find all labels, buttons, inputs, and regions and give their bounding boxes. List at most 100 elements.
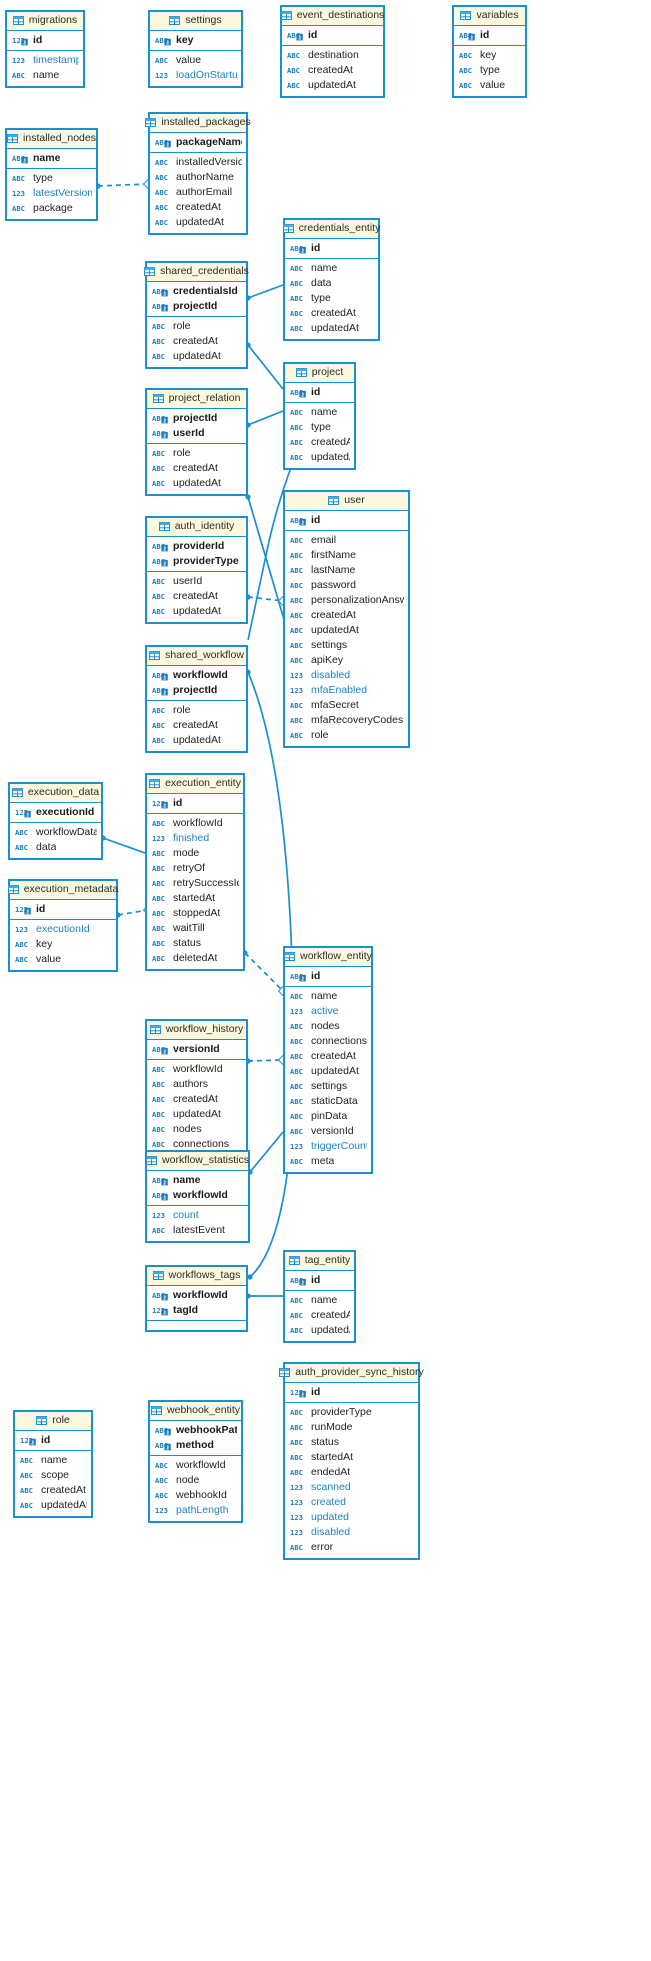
svg-text:123: 123 [290,1513,303,1522]
text-type-icon: ABC [287,65,304,76]
text-type-icon: ABC [155,55,172,66]
svg-text:123: 123 [155,71,168,80]
svg-text:ABC: ABC [290,972,303,981]
table-icon [36,1416,48,1426]
text-type-icon: ABC⚷ [290,243,307,254]
text-type-icon: ABC [290,1310,307,1321]
svg-text:ABC: ABC [290,1037,303,1046]
relationship-auth_identity-to-user [247,596,284,602]
entity-project[interactable]: projectABC⚷idABCnameABCtypeABCcreatedAtA… [283,362,356,470]
column-projectId: ABC⚷projectId [147,411,246,426]
svg-text:ABC: ABC [152,736,165,745]
column-name-label: type [480,63,500,76]
number-type-icon: 123⚷ [15,904,32,915]
column-versionId: ABC⚷versionId [147,1042,246,1057]
number-type-icon: 123⚷ [20,1435,37,1446]
column-name-label: settings [311,638,348,651]
text-type-icon: ABC [290,422,307,433]
number-type-icon: 123 [290,1141,307,1152]
text-type-icon: ABC⚷ [152,1290,169,1301]
column-name-label: node [176,1473,200,1486]
svg-text:ABC: ABC [290,1112,303,1121]
column-name-label: scope [41,1468,70,1481]
column-name-label: createdAt [176,200,221,213]
table-icon [152,1271,164,1281]
column-name-label: updatedAt [173,604,221,617]
primary-key-group: ABC⚷id [285,1271,354,1291]
text-type-icon: ABC [152,893,169,904]
column-name-label: email [311,533,337,546]
column-name-label: disabled [311,1525,351,1538]
svg-text:ABC: ABC [152,577,165,586]
entity-tag_entity[interactable]: tag_entityABC⚷idABCnameABCcreatedAtABCup… [283,1250,356,1343]
entity-webhook_entity[interactable]: webhook_entityABC⚷webhookPathABC⚷methodA… [148,1400,243,1523]
svg-text:ABC: ABC [290,1408,303,1417]
column-name-label: role [311,728,329,741]
entity-name-label: execution_entity [165,777,241,789]
number-type-icon: 123 [12,55,29,66]
svg-text:ABC: ABC [152,287,165,296]
text-type-icon: ABC⚷ [152,670,169,681]
column-name-label: disabled [311,668,351,681]
entity-title-execution_data: execution_data [10,784,101,803]
text-type-icon: ABC⚷ [155,1440,172,1451]
column-name-label: destination [308,48,359,61]
column-name-label: authorEmail [176,185,233,198]
primary-key-group: ABC⚷packageName [150,133,246,153]
text-type-icon: ABC [12,70,29,81]
svg-text:⚷: ⚷ [22,39,26,45]
svg-text:⚷: ⚷ [165,39,169,45]
column-providerType: ABC⚷providerType [147,554,246,569]
text-type-icon: ABC [152,848,169,859]
svg-text:123: 123 [152,1306,165,1315]
column-name-label: type [33,171,53,184]
svg-text:ABC: ABC [12,174,25,183]
svg-text:⚷: ⚷ [297,34,301,40]
text-type-icon: ABC [290,293,307,304]
column-name-label: deletedAt [173,951,218,964]
text-type-icon: ABC⚷ [152,541,169,552]
svg-text:⚷: ⚷ [162,1048,166,1054]
text-type-icon: ABC [459,80,476,91]
column-name-label: meta [311,1154,335,1167]
table-icon [12,16,24,26]
